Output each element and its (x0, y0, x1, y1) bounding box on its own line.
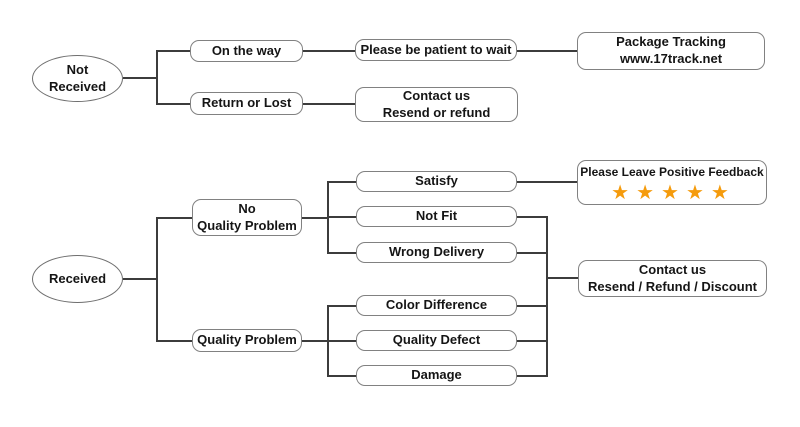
connector-line (156, 217, 158, 341)
connector-line (517, 340, 547, 342)
connector-line (517, 375, 547, 377)
ellipse-not-received: Not Received (32, 55, 123, 102)
connector-line (302, 217, 327, 219)
box-no-quality-problem: No Quality Problem (192, 199, 302, 236)
connector-line (517, 305, 547, 307)
connector-line (517, 50, 577, 52)
box-wrong-delivery: Wrong Delivery (356, 242, 517, 263)
box-satisfy: Satisfy (356, 171, 517, 192)
connector-line (517, 216, 547, 218)
connector-line (546, 216, 548, 377)
box-return-or-lost: Return or Lost (190, 92, 303, 115)
connector-line (156, 340, 192, 342)
connector-line (327, 216, 356, 218)
box-on-the-way: On the way (190, 40, 303, 62)
connector-line (327, 305, 356, 307)
connector-line (123, 77, 157, 79)
connector-line (327, 181, 329, 254)
box-color-difference: Color Difference (356, 295, 517, 316)
connector-line (303, 103, 355, 105)
connector-line (123, 278, 156, 280)
connector-line (156, 103, 190, 105)
connector-line (327, 340, 356, 342)
connector-line (327, 375, 356, 377)
feedback-title: Please Leave Positive Feedback (580, 165, 764, 179)
connector-line (303, 50, 355, 52)
box-package-tracking: Package Tracking www.17track.net (577, 32, 765, 70)
box-not-fit: Not Fit (356, 206, 517, 227)
connector-line (156, 50, 190, 52)
connector-line (327, 252, 356, 254)
box-damage: Damage (356, 365, 517, 386)
box-quality-defect: Quality Defect (356, 330, 517, 351)
connector-line (546, 277, 578, 279)
box-contact-resend-refund-discount: Contact us Resend / Refund / Discount (578, 260, 767, 297)
box-please-be-patient: Please be patient to wait (355, 39, 517, 61)
connector-line (156, 217, 192, 219)
connector-line (327, 181, 356, 183)
box-contact-resend-or-refund: Contact us Resend or refund (355, 87, 518, 122)
connector-line (302, 340, 327, 342)
connector-line (156, 50, 158, 105)
connector-line (517, 252, 547, 254)
five-star-rating-icon: ★★★★★ (611, 179, 736, 204)
box-quality-problem: Quality Problem (192, 329, 302, 352)
box-positive-feedback: Please Leave Positive Feedback ★★★★★ (577, 160, 767, 205)
connector-line (517, 181, 577, 183)
ellipse-received: Received (32, 255, 123, 303)
